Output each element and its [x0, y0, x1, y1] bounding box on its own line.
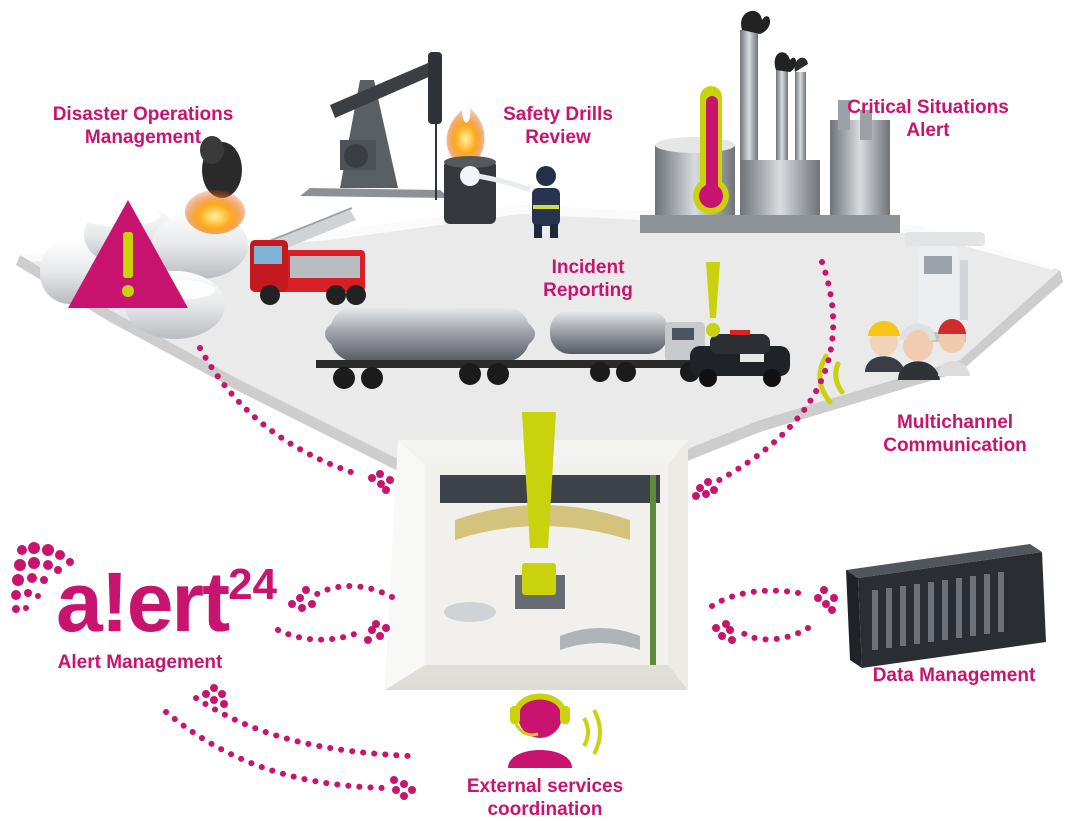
external-line-2: coordination: [487, 799, 603, 820]
warning-triangle-icon: [68, 200, 188, 308]
police-car-icon: [690, 330, 790, 387]
safety-drills-label: Safety Drills Review: [458, 103, 658, 149]
external-line-1: External services: [466, 776, 624, 797]
arrow-head-server: [814, 586, 838, 614]
safety-line-2: Review: [525, 127, 591, 148]
thermometer-icon: [693, 86, 729, 214]
arrow-room-to-server: [709, 587, 811, 609]
central-exclamation-icon: [522, 412, 556, 595]
refinery-icon: [640, 10, 900, 233]
gas-pump-icon: [905, 232, 985, 342]
multichannel-line-2: Communication: [883, 435, 1027, 456]
arrow-heads: [202, 470, 838, 800]
disaster-operations-label: Disaster Operations Management: [8, 103, 278, 149]
safety-line-1: Safety Drills: [503, 104, 613, 125]
logo-superscript: 24: [228, 560, 278, 609]
disaster-line-1: Disaster Operations: [52, 104, 234, 125]
logo-main: a!ert: [56, 555, 230, 649]
external-services-label: External services coordination: [420, 775, 670, 821]
flow-arrows: [163, 259, 837, 791]
arrow-head-logo: [288, 586, 316, 612]
data-line-1: Data Management: [872, 665, 1036, 686]
incident-exclamation-icon: [706, 262, 720, 337]
operator-headset-icon: [508, 693, 602, 768]
incident-line-1: Incident: [551, 257, 625, 278]
incident-reporting-label: Incident Reporting: [488, 256, 688, 302]
arrow-tanks-to-room: [197, 345, 363, 478]
arrow-room-to-logo: [309, 583, 395, 600]
arrow-head-refinery: [692, 478, 718, 500]
firefighter-icon: [477, 166, 560, 238]
arrow-server-to-room: [739, 625, 811, 643]
arrow-refinery-to-room: [709, 259, 837, 487]
critical-situations-label: Critical Situations Alert: [808, 96, 1048, 142]
arrow-head-operator: [390, 776, 416, 800]
workers-icon: [865, 319, 970, 380]
alert-management-line-1: Alert Management: [57, 652, 223, 673]
oil-pumpjack-icon: [300, 52, 450, 200]
arrow-head-tanks: [368, 470, 394, 494]
logo-dots-icon: [11, 542, 74, 613]
arrow-logo-to-operator-1: [193, 695, 413, 759]
alert-management-label: Alert Management: [20, 651, 260, 674]
server-icon: [846, 544, 1046, 668]
arrow-logo-to-room: [275, 627, 363, 643]
multichannel-line-1: Multichannel: [896, 412, 1014, 433]
fuel-tanker-truck-icon: [316, 304, 716, 389]
fire-truck-icon: [250, 207, 366, 305]
incident-line-2: Reporting: [543, 280, 633, 301]
multichannel-communication-label: Multichannel Communication: [850, 411, 1060, 457]
explosion-icon: [185, 136, 245, 234]
arrow-logo-to-operator-2: [163, 709, 389, 791]
arrow-head-logo-down: [202, 684, 228, 708]
critical-line-2: Alert: [906, 120, 950, 141]
arrow-head-room-right: [712, 620, 736, 644]
disaster-line-2: Management: [84, 127, 202, 148]
data-management-label: Data Management: [838, 664, 1070, 687]
arrow-head-room-left: [364, 620, 390, 644]
critical-line-1: Critical Situations: [847, 97, 1009, 118]
alert24-logo: a!ert24: [56, 555, 286, 650]
